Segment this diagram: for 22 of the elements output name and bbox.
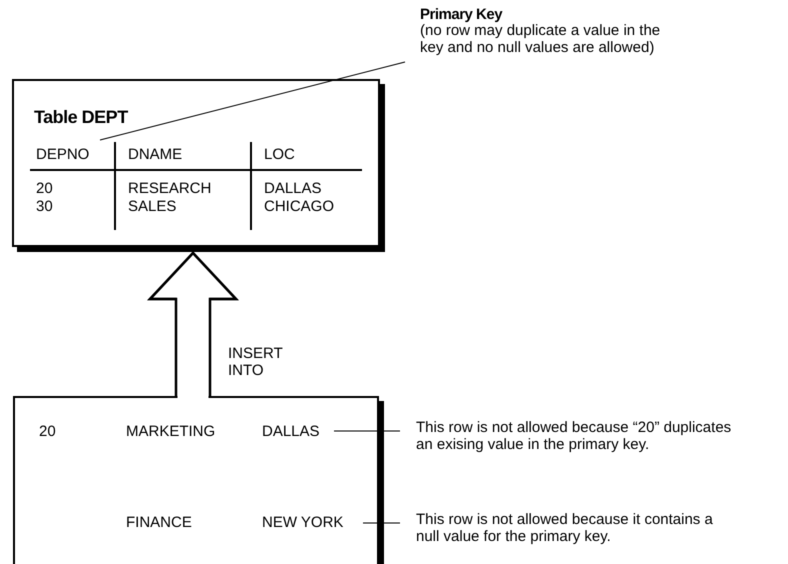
table-cell: 20 (39, 424, 56, 440)
table-cell: 30 (36, 199, 53, 216)
table-title: Table DEPT (34, 107, 128, 128)
note-text: This row is not allowed because “20” duplicates an exising value in the primary key. (416, 420, 732, 453)
leader-line (362, 522, 400, 524)
annotation-heading: Primary Key (420, 6, 502, 23)
table-cell: FINANCE (126, 515, 192, 532)
note-text: This row is not allowed because it contains a null value for the primary key. (416, 512, 714, 545)
table-cell: DALLAS (262, 424, 320, 440)
leader-line (334, 430, 400, 432)
table-cell: RESEARCH (128, 181, 212, 198)
table-cell: DALLAS (264, 181, 322, 198)
table-cell: MARKETING (126, 424, 216, 440)
column-header: DNAME (128, 147, 182, 164)
leader-line (100, 62, 406, 140)
annotation-text: (no row may duplicate a value in the key and no null values are allowed) (420, 23, 662, 56)
table-cell: SALES (128, 199, 176, 216)
column-header: DEPNO (36, 147, 90, 164)
table-cell: 20 (36, 181, 53, 198)
table-cell: CHICAGO (264, 199, 334, 216)
column-header: LOC (264, 147, 295, 164)
table-cell: NEW YORK (262, 515, 344, 532)
